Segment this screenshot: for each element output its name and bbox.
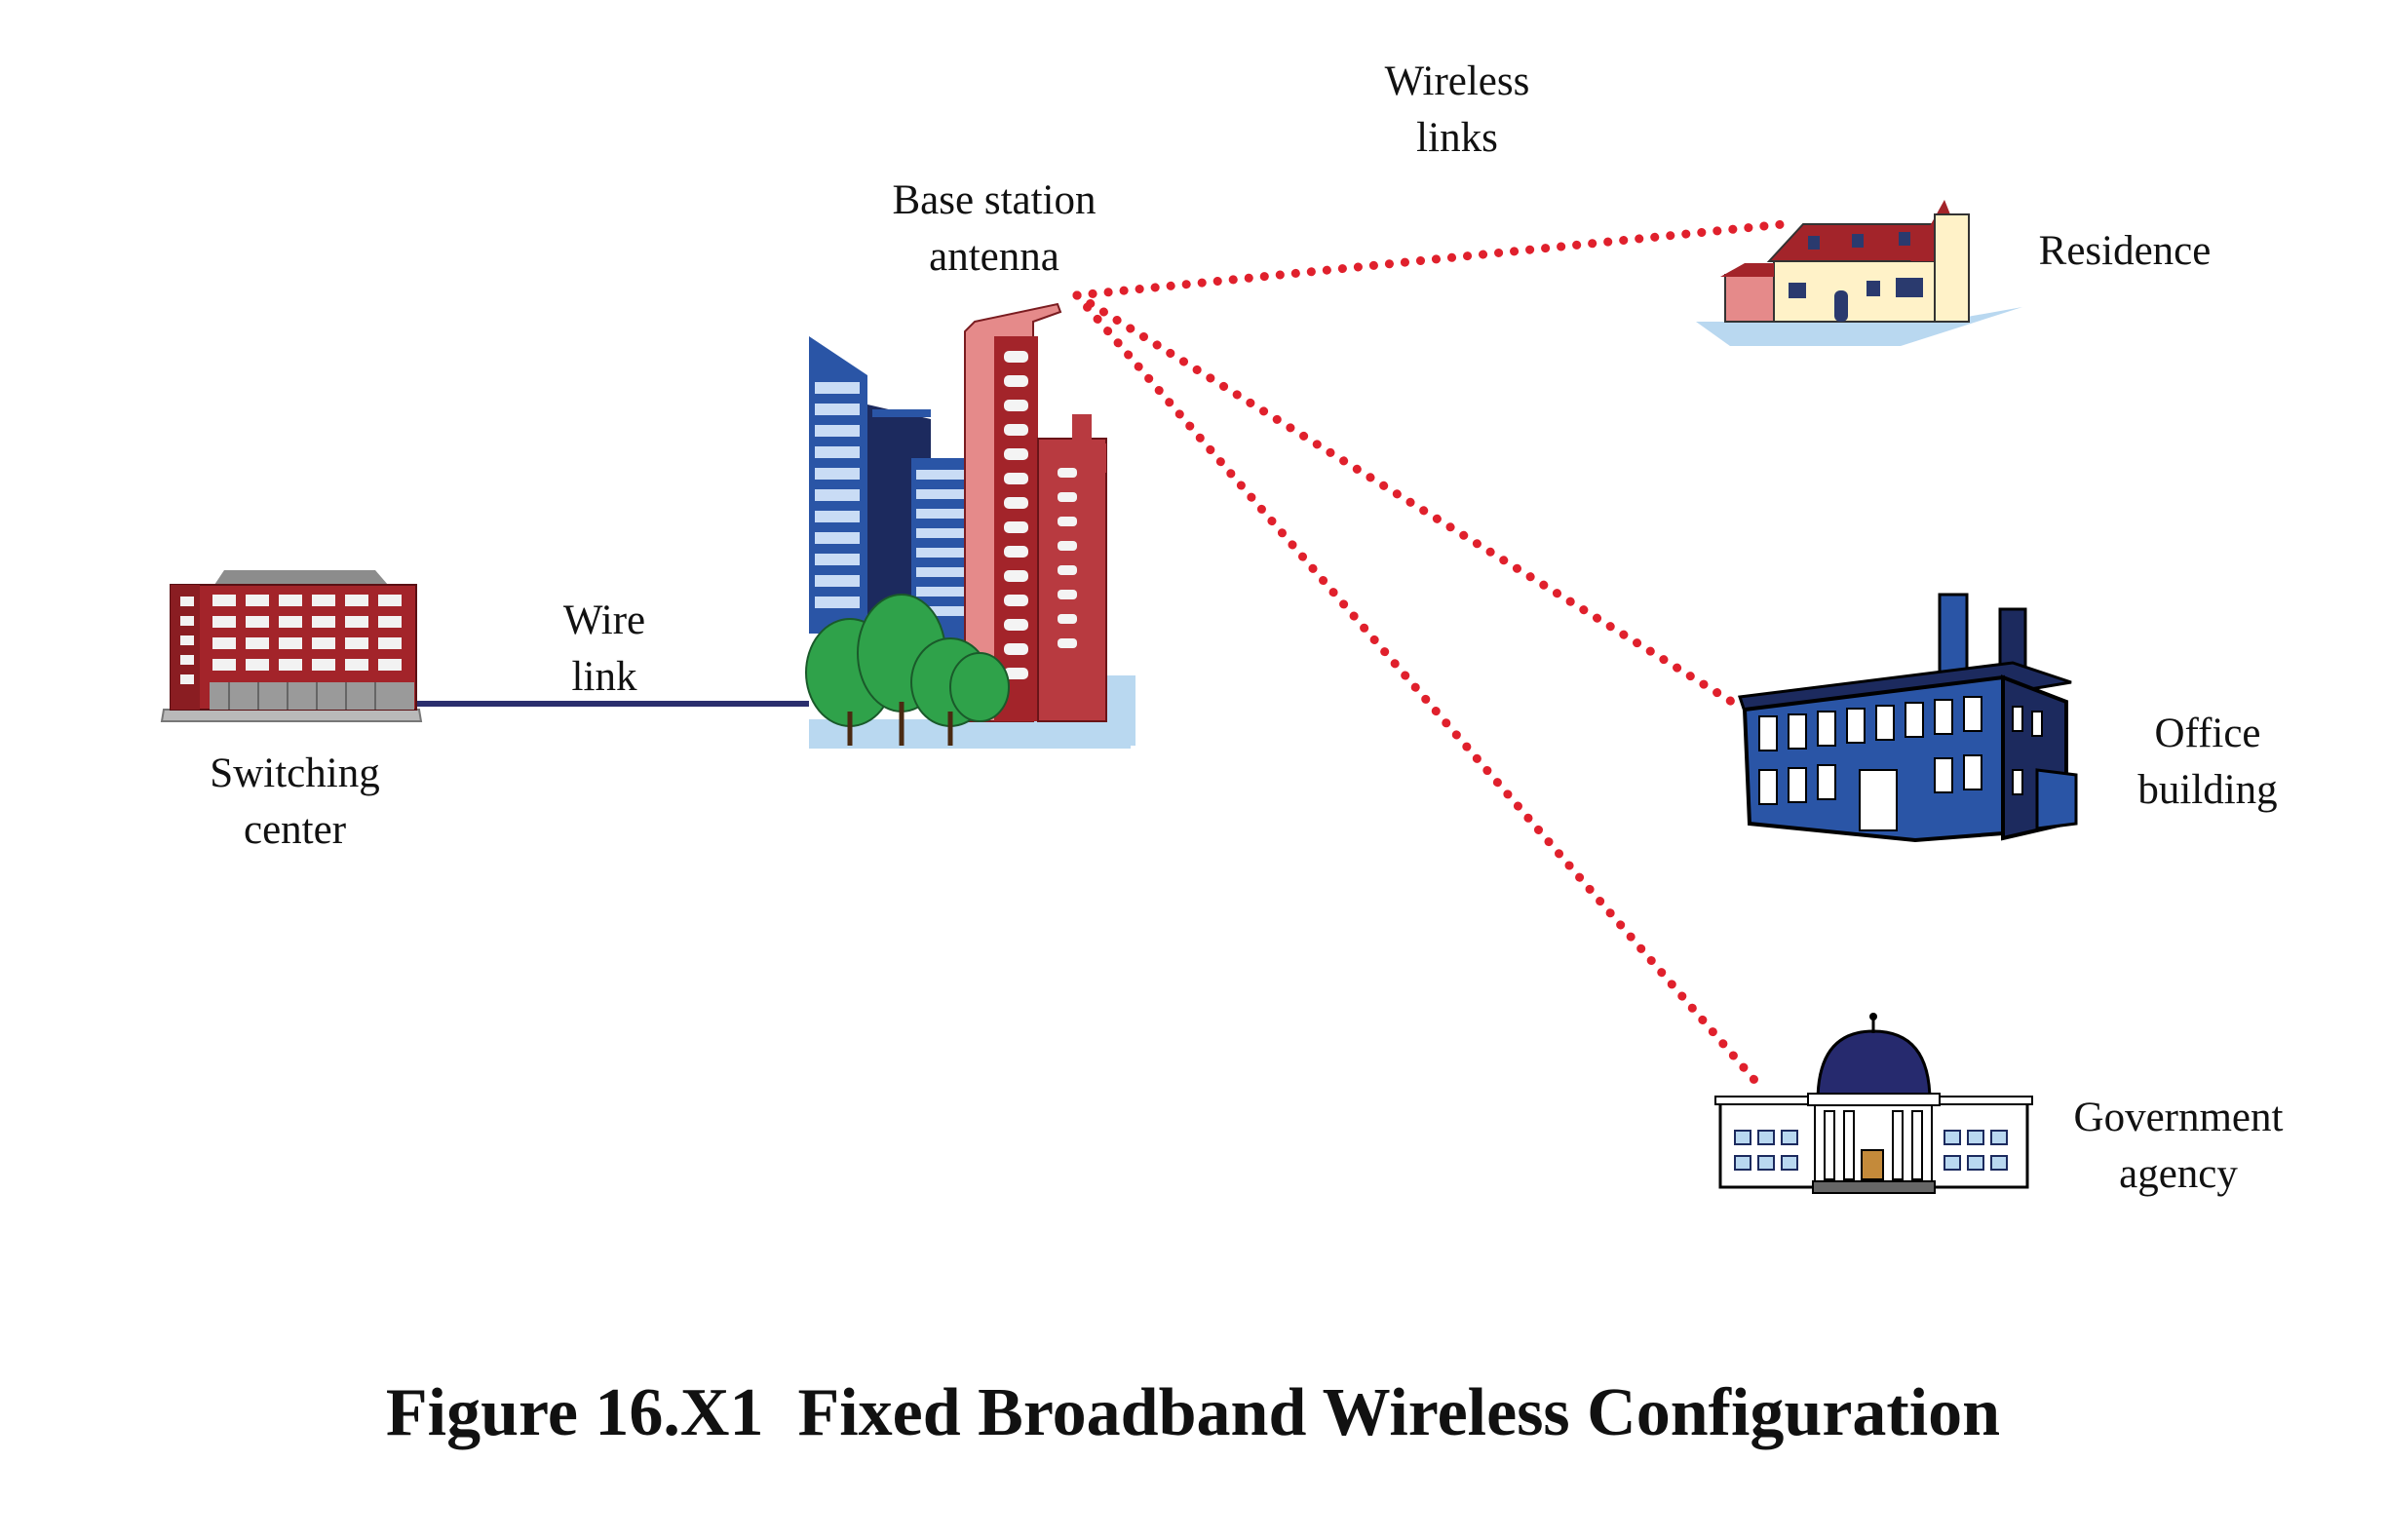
base-station-label-line2: antenna (929, 234, 1059, 280)
base-station-label: Base station antenna (848, 173, 1140, 286)
office-building-label: Office building (2096, 706, 2320, 819)
government-agency-label-line1: Government (2073, 1095, 2284, 1140)
wireless-link-office (1072, 290, 1740, 709)
wireless-links-label-line2: links (1416, 115, 1498, 161)
wireless-link-government (1072, 290, 1759, 1085)
switching-center-label-line2: center (243, 807, 347, 853)
government-agency-label: Government agency (2042, 1090, 2315, 1203)
office-building-label-line2: building (2137, 767, 2278, 813)
wireless-link-residence (1072, 219, 1789, 300)
switching-center-icon (160, 570, 423, 722)
switching-center-label: Switching center (166, 746, 424, 859)
government-agency-label-line2: agency (2119, 1151, 2238, 1197)
wireless-links-label: Wireless links (1360, 54, 1555, 167)
residence-label: Residence (2008, 223, 2242, 280)
base-station-antenna-icon (805, 302, 1135, 749)
wireless-links-label-line1: Wireless (1384, 58, 1530, 104)
wire-link-label-line1: Wire (562, 597, 646, 643)
office-building-label-line1: Office (2154, 711, 2261, 756)
wire-link-label: Wire link (526, 593, 682, 706)
office-building-icon (1737, 593, 2078, 843)
switching-center-label-line1: Switching (210, 751, 380, 796)
wireless-links (1072, 219, 1789, 1085)
wire-link-label-line2: link (571, 654, 637, 700)
residence-label-text: Residence (2038, 228, 2212, 274)
base-station-label-line1: Base station (892, 177, 1097, 223)
residence-icon (1696, 200, 2022, 346)
figure-caption: Figure 16.X1 Fixed Broadband Wireless Co… (385, 1375, 2001, 1450)
government-agency-icon (1714, 1013, 2033, 1194)
